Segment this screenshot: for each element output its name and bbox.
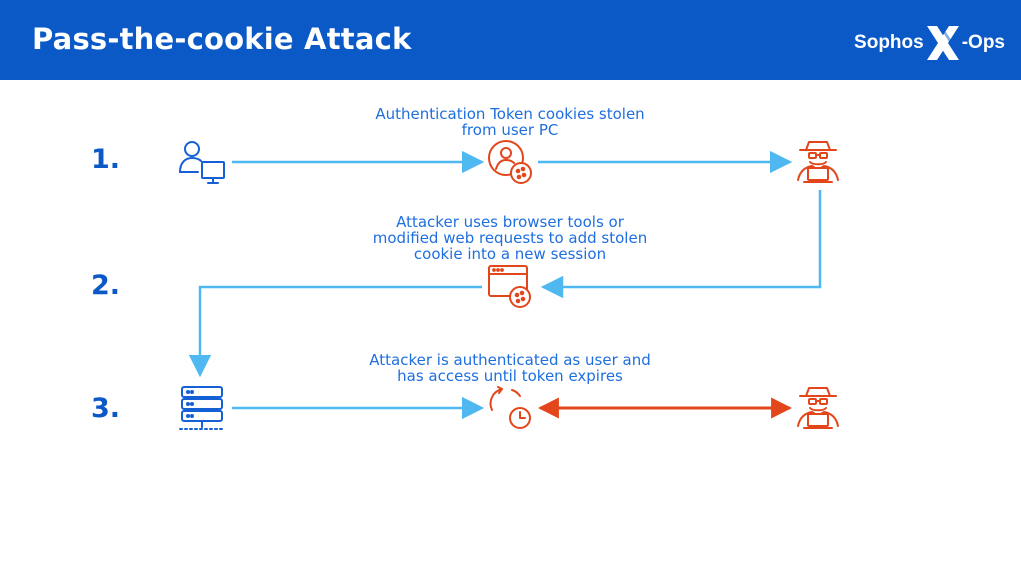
step-2-caption: Attacker uses browser tools or modified … <box>350 214 670 262</box>
user-computer-icon <box>179 141 225 184</box>
step-3-caption: Attacker is authenticated as user and ha… <box>350 352 670 384</box>
caption-line: modified web requests to add stolen <box>372 229 648 247</box>
logo-ops-text: -Ops <box>961 32 1005 53</box>
caption-line: has access until token expires <box>397 367 623 385</box>
step-number-3: 3. <box>91 393 121 424</box>
session-timer-icon <box>489 386 531 429</box>
x-logo-mark-icon <box>926 26 959 60</box>
step-number-2: 2. <box>91 270 121 301</box>
logo-brand-text: Sophos <box>854 32 924 53</box>
arrow-browser-to-server <box>188 285 482 378</box>
page-title: Pass-the-cookie Attack <box>32 22 412 56</box>
hacker-icon <box>797 387 839 429</box>
step-1-caption: Authentication Token cookies stolen from… <box>350 106 670 138</box>
header-bar: Pass-the-cookie Attack Sophos -Ops <box>0 0 1021 80</box>
sophos-xops-logo: Sophos -Ops <box>854 26 1005 60</box>
server-icon <box>179 386 225 430</box>
caption-line: cookie into a new session <box>413 245 607 263</box>
arrow-attacker-to-browser <box>540 190 822 299</box>
caption-line: Authentication Token cookies stolen <box>375 105 645 123</box>
step-number-1: 1. <box>91 144 121 175</box>
browser-cookie-icon <box>488 265 531 308</box>
caption-line: Attacker uses browser tools or <box>396 213 624 231</box>
caption-line: Attacker is authenticated as user and <box>369 351 651 369</box>
caption-line: from user PC <box>461 121 559 139</box>
hacker-icon <box>797 141 839 183</box>
user-cookie-icon <box>488 140 532 184</box>
